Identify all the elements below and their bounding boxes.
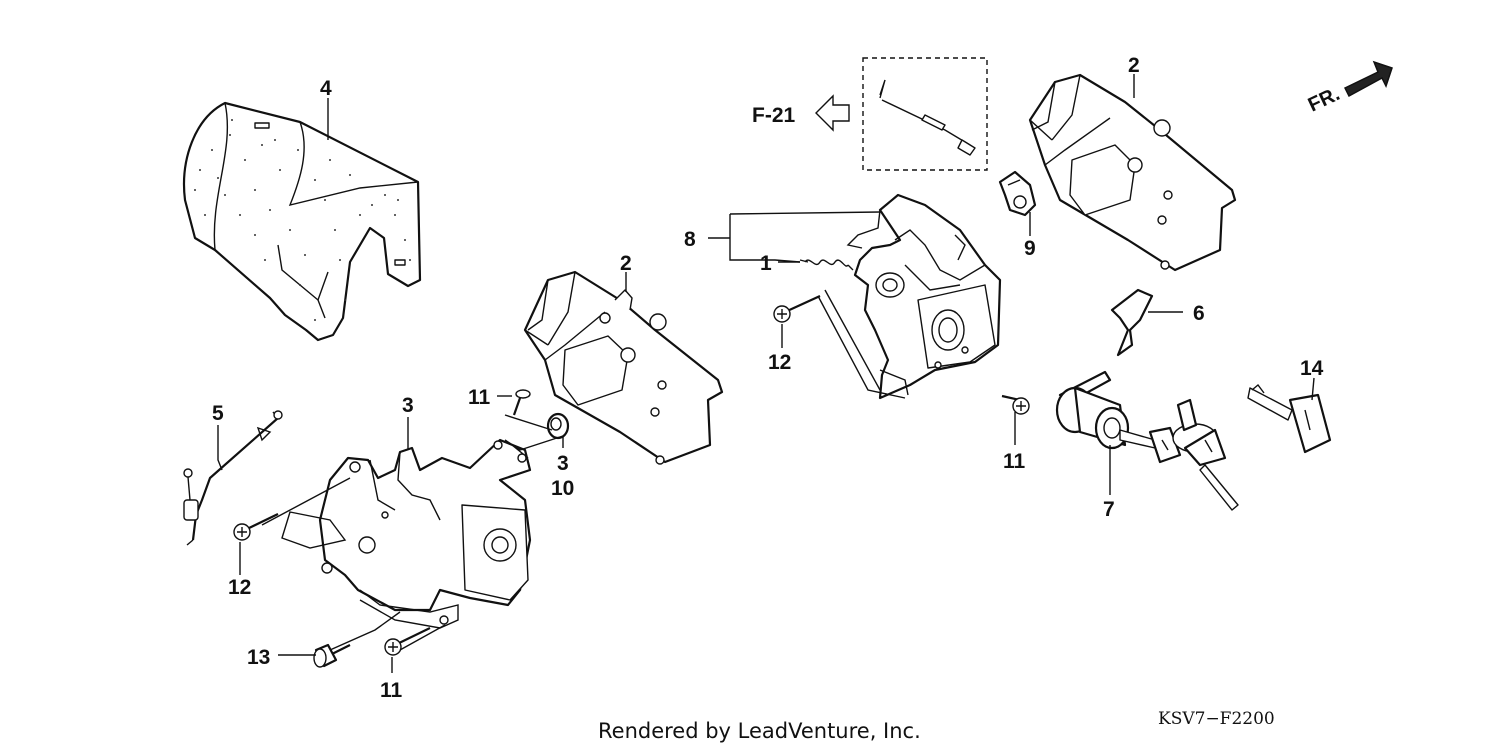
callout-12-left: 12 bbox=[228, 576, 251, 599]
callout-4: 4 bbox=[320, 77, 332, 100]
callout-8: 8 bbox=[684, 228, 696, 251]
reference-label: F-21 bbox=[752, 104, 796, 127]
credit-text: Rendered by LeadVenture, Inc. bbox=[598, 719, 921, 743]
callout-6: 6 bbox=[1193, 302, 1205, 325]
callout-10: 10 bbox=[551, 477, 574, 500]
actuator-part-2-right[interactable] bbox=[1028, 73, 1237, 272]
rod-part-5[interactable] bbox=[183, 410, 283, 546]
callout-14: 14 bbox=[1300, 357, 1324, 380]
callout-2-right: 2 bbox=[1128, 54, 1140, 77]
callout-11-c: 11 bbox=[380, 679, 403, 702]
screw-11-a[interactable] bbox=[512, 389, 531, 416]
callout-9: 9 bbox=[1024, 237, 1036, 260]
front-label: FR. bbox=[1305, 83, 1343, 117]
callout-7: 7 bbox=[1103, 498, 1115, 521]
lock-cylinder-part-7[interactable] bbox=[1055, 370, 1239, 511]
front-arrow-icon bbox=[1343, 60, 1393, 98]
callout-labels: 4 5 3 2 2 11 3 10 11 11 12 12 13 8 1 9 6… bbox=[212, 54, 1324, 702]
reference-arrow-icon bbox=[815, 94, 850, 132]
clip-part-9[interactable] bbox=[998, 170, 1037, 217]
callout-5: 5 bbox=[212, 402, 224, 425]
actuator-part-2-left[interactable] bbox=[523, 270, 724, 465]
retainer-part-6[interactable] bbox=[1110, 288, 1154, 357]
bolt-part-13[interactable] bbox=[313, 643, 351, 668]
leader-lines bbox=[217, 74, 1315, 673]
diagram-code: KSV7−F2200 bbox=[1158, 709, 1275, 729]
reference-arrow[interactable]: F-21 bbox=[752, 94, 850, 132]
callout-13: 13 bbox=[247, 646, 270, 669]
front-direction: FR. bbox=[1305, 60, 1393, 117]
cover-part-4[interactable] bbox=[183, 101, 422, 342]
callout-2-left: 2 bbox=[620, 252, 632, 275]
bracket-part-3[interactable] bbox=[281, 438, 532, 629]
callout-3-bushing: 3 bbox=[557, 452, 569, 475]
callout-11-a: 11 bbox=[468, 386, 491, 409]
screw-12-mid[interactable] bbox=[773, 294, 821, 323]
callout-11-b: 11 bbox=[1003, 450, 1026, 473]
spring-part-1[interactable] bbox=[799, 259, 854, 271]
screw-12-left[interactable] bbox=[233, 513, 279, 541]
latch-assembly-part-8[interactable] bbox=[846, 193, 1002, 400]
screw-11-b[interactable] bbox=[1001, 394, 1030, 415]
callout-3-bracket: 3 bbox=[402, 394, 414, 417]
callout-12-mid: 12 bbox=[768, 351, 791, 374]
screw-11-c[interactable] bbox=[384, 627, 431, 656]
bushing-part-3-10[interactable] bbox=[546, 412, 570, 440]
key-part-14[interactable] bbox=[1247, 383, 1332, 454]
cable-inset bbox=[862, 57, 988, 171]
callout-1: 1 bbox=[760, 252, 772, 275]
